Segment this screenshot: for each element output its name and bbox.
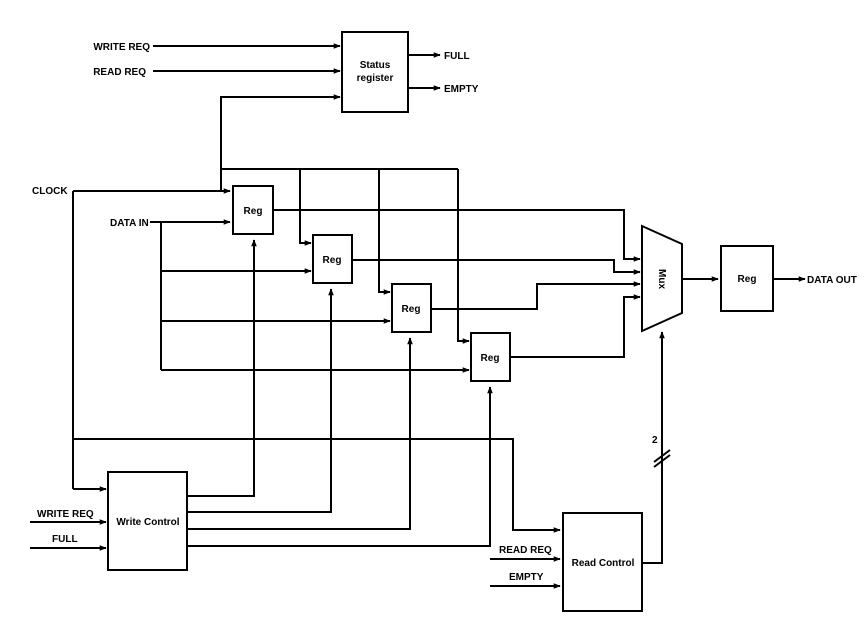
label-read-req-top: READ REQ — [93, 67, 146, 78]
wires — [30, 43, 806, 589]
register-3: Reg — [391, 283, 432, 333]
wire-clock-reg4 — [457, 169, 470, 344]
label-read-req-bottom: READ REQ — [499, 545, 552, 556]
signal-labels: WRITE REQ READ REQ FULL EMPTY CLOCK DATA… — [32, 42, 857, 583]
write-control-label: Write Control — [116, 517, 179, 528]
label-clock: CLOCK — [32, 186, 68, 197]
wire-clock-reg3 — [378, 169, 391, 295]
write-control-block: Write Control — [107, 471, 188, 571]
label-write-req-top: WRITE REQ — [93, 42, 150, 53]
status-register-label-line2: register — [357, 73, 394, 84]
wire-reg4-to-mux — [510, 294, 641, 358]
wire-wc-to-reg2 — [187, 288, 334, 513]
register-2-label: Reg — [323, 255, 342, 266]
status-register-label-line1: Status — [360, 60, 391, 71]
wire-reg1-to-mux — [273, 209, 641, 262]
register-3-label: Reg — [402, 304, 421, 315]
label-bus-width: 2 — [652, 435, 658, 446]
label-full-out: FULL — [444, 51, 470, 62]
wire-reg3-to-mux — [431, 281, 641, 310]
output-register: Reg — [720, 245, 774, 312]
register-4: Reg — [470, 332, 511, 382]
bus-width-hash-1 — [653, 449, 671, 463]
wire-reg2-to-mux — [352, 259, 641, 275]
label-empty-in: EMPTY — [509, 572, 544, 583]
register-1-label: Reg — [244, 206, 263, 217]
label-full-in: FULL — [52, 534, 78, 545]
mux-block: Mux — [641, 224, 683, 333]
bus-width-hash-2 — [653, 454, 671, 468]
wire-wc-to-reg4 — [187, 386, 493, 547]
wire-clock-to-status — [220, 94, 341, 191]
wire-read-control-to-mux-select — [642, 331, 665, 564]
label-data-in: DATA IN — [110, 218, 149, 229]
status-register-block: Status register — [341, 31, 409, 113]
wire-wc-to-reg1 — [187, 239, 257, 497]
register-4-label: Reg — [481, 353, 500, 364]
wire-clock-reg2 — [299, 169, 312, 246]
output-register-label: Reg — [738, 274, 757, 285]
register-1: Reg — [232, 185, 274, 235]
wire-wc-to-reg3 — [187, 337, 413, 530]
label-empty-out: EMPTY — [444, 84, 479, 95]
label-write-req-bottom: WRITE REQ — [37, 509, 94, 520]
register-2: Reg — [312, 234, 353, 284]
read-control-block: Read Control — [562, 512, 643, 612]
read-control-label: Read Control — [572, 558, 635, 569]
label-data-out: DATA OUT — [807, 275, 857, 286]
mux-label: Mux — [656, 269, 667, 289]
wire-clock-to-read-control — [73, 438, 561, 533]
